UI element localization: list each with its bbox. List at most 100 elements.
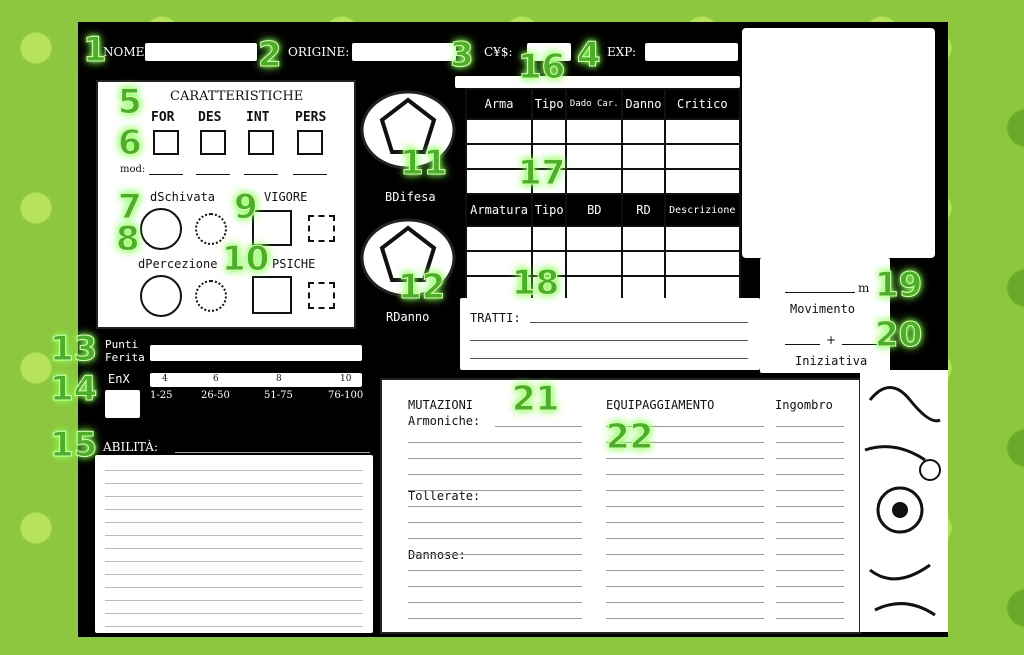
equipment-line[interactable] [606, 602, 764, 603]
psyche-box[interactable] [252, 276, 292, 314]
weight-line[interactable] [776, 586, 844, 587]
equipment-line[interactable] [606, 554, 764, 555]
weight-line[interactable] [776, 538, 844, 539]
mutation-line[interactable] [408, 554, 582, 555]
portrait-box[interactable] [742, 28, 935, 258]
table-row[interactable] [464, 225, 742, 252]
enx-range: 1-25 [150, 390, 173, 401]
equipment-line[interactable] [606, 442, 764, 443]
attr-label: PERS [295, 110, 327, 125]
mutation-line[interactable] [408, 570, 582, 571]
vigor-label: VIGORE [264, 190, 308, 204]
movement-input[interactable] [785, 292, 855, 293]
table-row[interactable] [464, 250, 742, 277]
table-row[interactable] [464, 143, 742, 170]
equipment-line[interactable] [606, 586, 764, 587]
equipment-line[interactable] [606, 458, 764, 459]
enx-range: 51-75 [264, 390, 293, 401]
dodge-label: dSchivata [150, 190, 216, 204]
weight-line[interactable] [776, 570, 844, 571]
mutation-line[interactable] [408, 586, 582, 587]
equipment-line[interactable] [606, 506, 764, 507]
weight-line[interactable] [776, 474, 844, 475]
weight-line[interactable] [776, 618, 844, 619]
marker-13: 13 [49, 329, 98, 369]
movement-unit: m [858, 281, 870, 295]
enx-value: 6 [213, 374, 219, 384]
movement-area [760, 258, 890, 373]
mutation-line[interactable] [408, 442, 582, 443]
attr-box[interactable] [200, 130, 226, 155]
skills-line [105, 509, 363, 510]
weight-line[interactable] [776, 458, 844, 459]
mutation-line[interactable] [408, 458, 582, 459]
mutation-line[interactable] [408, 602, 582, 603]
skills-line [105, 613, 363, 614]
attr-mod-input[interactable] [149, 174, 183, 175]
enx-bar[interactable] [150, 373, 362, 387]
weight-line[interactable] [776, 554, 844, 555]
enx-input[interactable] [105, 390, 140, 418]
name-input[interactable] [145, 43, 257, 61]
mutation-line[interactable] [408, 490, 582, 491]
initiative-bonus-input[interactable] [842, 344, 877, 345]
perception-mod-circle[interactable] [195, 280, 227, 312]
vigor-box[interactable] [252, 210, 292, 246]
mutation-line[interactable] [408, 506, 582, 507]
equipment-line[interactable] [606, 490, 764, 491]
marker-12: 12 [397, 267, 446, 307]
mutation-line[interactable] [495, 426, 582, 427]
attr-box[interactable] [153, 130, 179, 155]
perception-label: dPercezione [138, 257, 218, 271]
attr-box[interactable] [297, 130, 323, 155]
hp-input[interactable] [150, 345, 362, 361]
vigor-mod-box[interactable] [308, 215, 335, 242]
enx-value: 8 [276, 374, 282, 384]
attr-mod-input[interactable] [293, 174, 327, 175]
money-input[interactable] [527, 43, 571, 61]
dodge-mod-circle[interactable] [195, 213, 227, 245]
money-label: C¥$: [484, 45, 513, 59]
mutation-line[interactable] [408, 538, 582, 539]
dodge-circle[interactable] [140, 208, 182, 250]
weight-line[interactable] [776, 426, 844, 427]
mutation-line[interactable] [408, 474, 582, 475]
perception-circle[interactable] [140, 275, 182, 317]
weight-line[interactable] [776, 442, 844, 443]
table-row[interactable] [464, 275, 742, 302]
equipment-line[interactable] [606, 426, 764, 427]
mutation-line[interactable] [408, 522, 582, 523]
mutation-line[interactable] [408, 618, 582, 619]
weight-line[interactable] [776, 506, 844, 507]
marker-22: 22 [605, 417, 654, 457]
equipment-line[interactable] [606, 618, 764, 619]
origin-input[interactable] [352, 43, 456, 61]
characteristics-title: CARATTERISTICHE [170, 89, 304, 104]
origin-label: ORIGINE: [288, 45, 350, 59]
skills-area[interactable] [95, 455, 373, 633]
damage-shield-icon [360, 218, 456, 298]
traits-line [470, 358, 748, 359]
initiative-base-input[interactable] [785, 344, 820, 345]
table-row[interactable] [464, 168, 742, 195]
enx-label: EnX [108, 372, 130, 386]
table-row[interactable] [464, 118, 742, 145]
skills-line [105, 483, 363, 484]
traits-area[interactable] [460, 298, 760, 370]
equipment-line[interactable] [606, 522, 764, 523]
weight-line[interactable] [776, 522, 844, 523]
weapon-col-tipo: Tipo [531, 88, 568, 120]
equipment-line[interactable] [606, 474, 764, 475]
attr-box[interactable] [248, 130, 274, 155]
attr-mod-input[interactable] [196, 174, 230, 175]
equipment-line[interactable] [606, 570, 764, 571]
equipment-line[interactable] [606, 538, 764, 539]
enx-value: 4 [162, 374, 168, 384]
skills-line [105, 561, 363, 562]
exp-input[interactable] [645, 43, 738, 61]
psyche-mod-box[interactable] [308, 282, 335, 309]
attr-mod-input[interactable] [244, 174, 278, 175]
weight-line[interactable] [776, 490, 844, 491]
weight-line[interactable] [776, 602, 844, 603]
